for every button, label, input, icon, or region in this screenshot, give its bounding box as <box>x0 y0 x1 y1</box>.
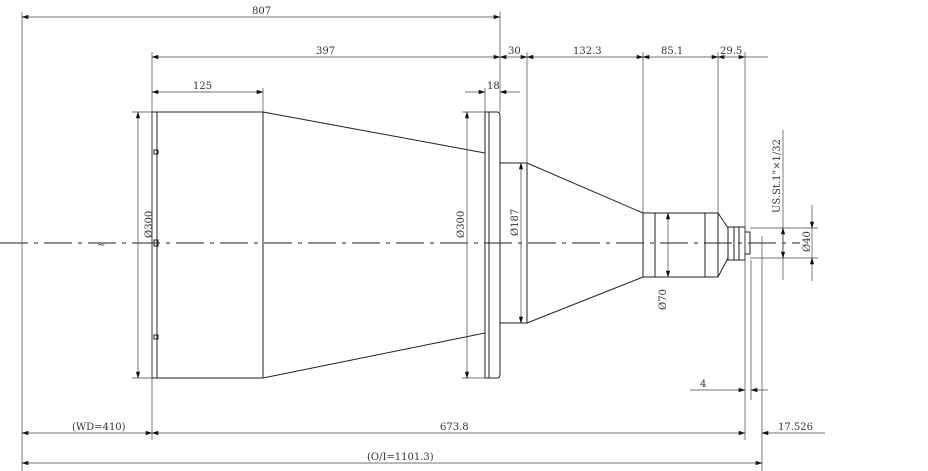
dim-4: 4 <box>700 379 706 390</box>
dimension-labels: 807 397 125 18 30 132.3 85.1 29.5 Ø300 Ø… <box>72 6 813 463</box>
dim-125: 125 <box>193 81 212 92</box>
extension-lines <box>21 12 818 471</box>
dim-oi: (O/I=1101.3) <box>367 452 434 463</box>
dim-85-1: 85.1 <box>661 46 683 57</box>
dim-18: 18 <box>487 81 500 92</box>
dim-thread: US.St.1"×1/32 <box>772 139 783 213</box>
dim-807: 807 <box>252 6 271 17</box>
break-symbol: ≈ <box>97 239 105 250</box>
dim-mount-diameter: Ø40 <box>802 231 813 252</box>
dim-step-diameter: Ø187 <box>510 209 521 236</box>
dim-wd: (WD=410) <box>72 422 126 433</box>
dim-barrel-diameter: Ø70 <box>658 289 669 310</box>
dim-397: 397 <box>316 46 335 57</box>
dim-17-526: 17.526 <box>778 422 813 433</box>
dim-673-8: 673.8 <box>440 422 469 433</box>
dimension-lines <box>21 14 825 466</box>
dim-front-diameter: Ø300 <box>144 211 155 238</box>
lens-body <box>151 111 751 379</box>
dim-29-5: 29.5 <box>720 46 742 57</box>
dim-30: 30 <box>508 46 521 57</box>
dim-flange-diameter: Ø300 <box>456 211 467 238</box>
dim-132-3: 132.3 <box>573 46 602 57</box>
